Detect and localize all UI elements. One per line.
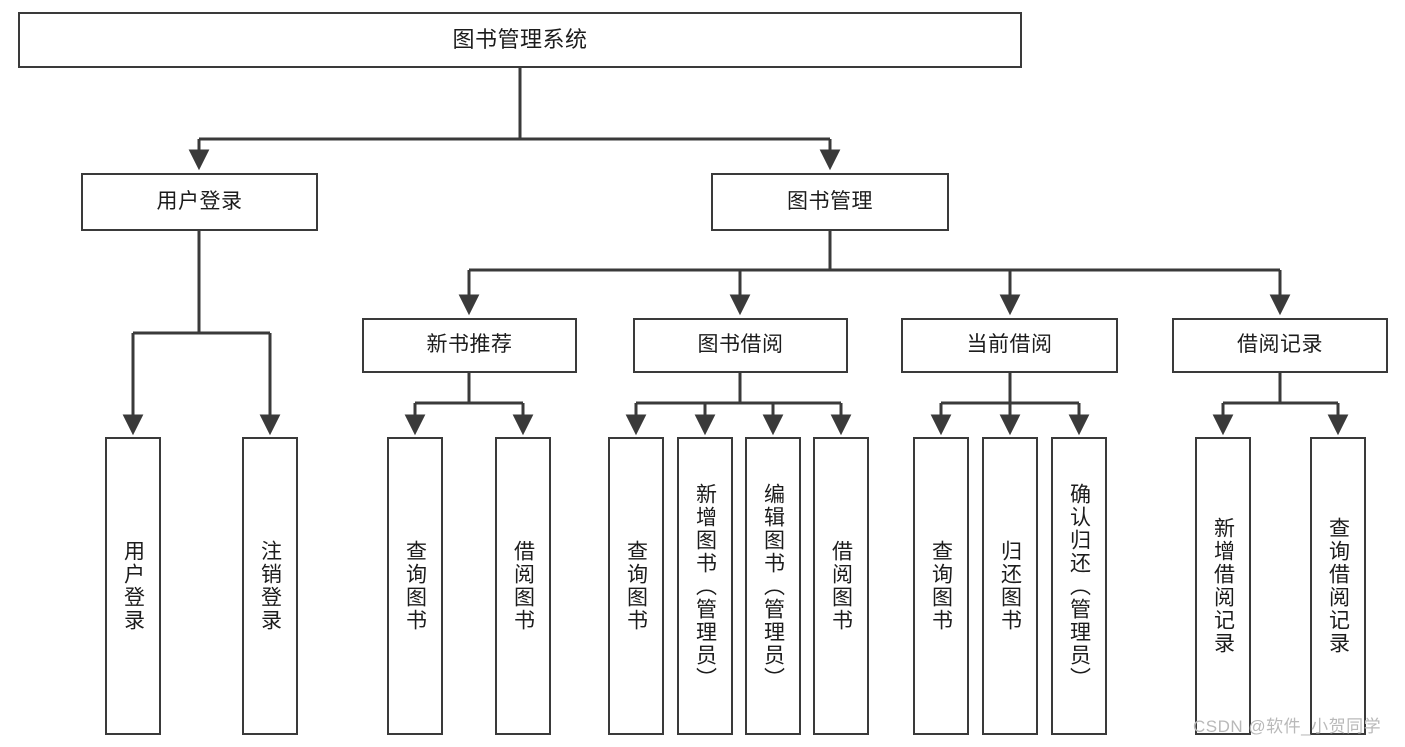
node-label: 新书推荐: [426, 333, 513, 357]
leaf-user-login[interactable]: 用户登录: [105, 437, 161, 735]
node-label: 新增图书（管理员）: [693, 482, 717, 690]
node-user-login[interactable]: 用户登录: [81, 173, 318, 231]
leaf-borrow-book[interactable]: 借阅图书: [813, 437, 869, 735]
leaf-borrow-book-recommend[interactable]: 借阅图书: [495, 437, 551, 735]
node-label: 借阅图书: [511, 540, 535, 632]
node-new-book-recommend[interactable]: 新书推荐: [362, 318, 577, 373]
node-label: 查询图书: [929, 540, 953, 632]
node-label: 当前借阅: [966, 333, 1053, 357]
node-root-library-system[interactable]: 图书管理系统: [18, 12, 1022, 68]
leaf-query-book-borrow[interactable]: 查询图书: [608, 437, 664, 735]
node-label: 借阅记录: [1237, 333, 1323, 357]
node-label: 查询图书: [624, 540, 648, 632]
csdn-watermark: CSDN @软件_小贺同学: [1193, 717, 1382, 736]
node-label: 归还图书: [998, 540, 1022, 632]
leaf-add-borrow-record[interactable]: 新增借阅记录: [1195, 437, 1251, 735]
leaf-query-book-current[interactable]: 查询图书: [913, 437, 969, 735]
leaf-query-book-recommend[interactable]: 查询图书: [387, 437, 443, 735]
node-borrow-record[interactable]: 借阅记录: [1172, 318, 1388, 373]
node-book-borrow[interactable]: 图书借阅: [633, 318, 848, 373]
node-label: 编辑图书（管理员）: [761, 482, 785, 690]
node-current-borrow[interactable]: 当前借阅: [901, 318, 1118, 373]
node-label: 查询借阅记录: [1326, 517, 1350, 655]
leaf-edit-book-admin[interactable]: 编辑图书（管理员）: [745, 437, 801, 735]
node-label: 图书管理系统: [452, 27, 588, 53]
leaf-query-borrow-record[interactable]: 查询借阅记录: [1310, 437, 1366, 735]
node-label: 查询图书: [403, 540, 427, 632]
leaf-return-book[interactable]: 归还图书: [982, 437, 1038, 735]
node-label: 新增借阅记录: [1211, 517, 1235, 655]
leaf-add-book-admin[interactable]: 新增图书（管理员）: [677, 437, 733, 735]
node-label: 图书管理: [787, 189, 873, 213]
node-label: 用户登录: [156, 189, 243, 213]
node-label: 确认归还（管理员）: [1067, 482, 1091, 690]
node-book-management[interactable]: 图书管理: [711, 173, 949, 231]
leaf-confirm-return-admin[interactable]: 确认归还（管理员）: [1051, 437, 1107, 735]
node-label: 借阅图书: [829, 540, 853, 632]
node-label: 注销登录: [258, 540, 282, 632]
node-label: 用户登录: [121, 540, 145, 632]
node-label: 图书借阅: [697, 333, 784, 357]
leaf-logout-login[interactable]: 注销登录: [242, 437, 298, 735]
